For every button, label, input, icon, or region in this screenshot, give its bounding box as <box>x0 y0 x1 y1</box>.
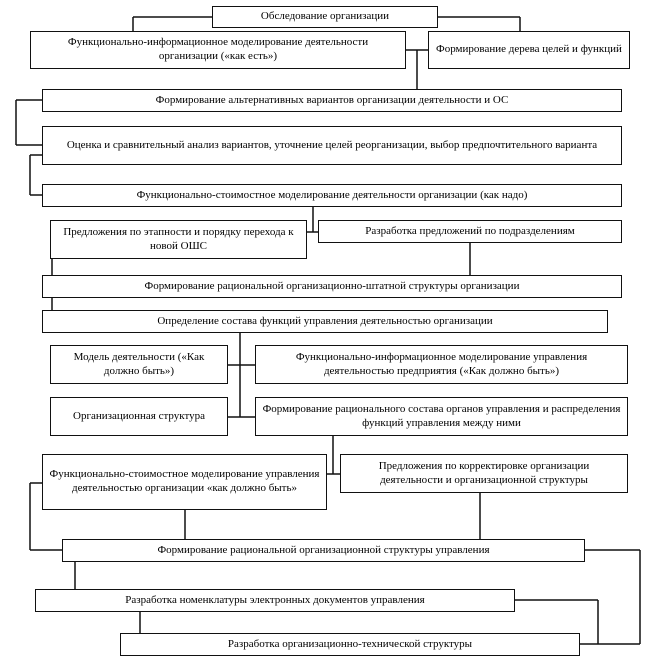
flow-box-functional-info-modeling-as-is: Функционально-информационное моделирован… <box>30 31 406 69</box>
flow-box-organizational-structure: Организационная структура <box>50 397 228 436</box>
flow-box-activity-adjustment-proposals: Предложения по корректировке организации… <box>340 454 628 493</box>
flow-box-department-proposals: Разработка предложений по подразделениям <box>318 220 622 243</box>
flow-box-electronic-documents-nomenclature: Разработка номенклатуры электронных доку… <box>35 589 515 612</box>
flow-box-functional-cost-modeling-as-needed: Функционально-стоимостное моделирование … <box>42 184 622 207</box>
flow-box-management-functions-composition: Определение состава функций управления д… <box>42 310 608 333</box>
flow-box-survey-organization: Обследование организации <box>212 6 438 28</box>
flow-box-variants-evaluation: Оценка и сравнительный анализ вариантов,… <box>42 126 622 165</box>
flow-box-transition-stages-proposals: Предложения по этапности и порядку перех… <box>50 220 307 259</box>
flow-box-functional-cost-modeling-management-to-be: Функционально-стоимостное моделирование … <box>42 454 327 510</box>
flow-box-rational-org-staff-structure: Формирование рациональной организационно… <box>42 275 622 298</box>
flow-box-alternative-variants: Формирование альтернативных вариантов ор… <box>42 89 622 112</box>
flow-box-rational-org-management-structure: Формирование рациональной организационно… <box>62 539 585 562</box>
flow-box-rational-management-bodies: Формирование рационального состава орган… <box>255 397 628 436</box>
flow-box-activity-model-to-be: Модель деятельности («Как должно быть») <box>50 345 228 384</box>
flow-box-functional-info-modeling-management-to-be: Функционально-информационное моделирован… <box>255 345 628 384</box>
flow-box-goals-functions-tree: Формирование дерева целей и функций <box>428 31 630 69</box>
flow-box-org-technical-structure: Разработка организационно-технической ст… <box>120 633 580 656</box>
